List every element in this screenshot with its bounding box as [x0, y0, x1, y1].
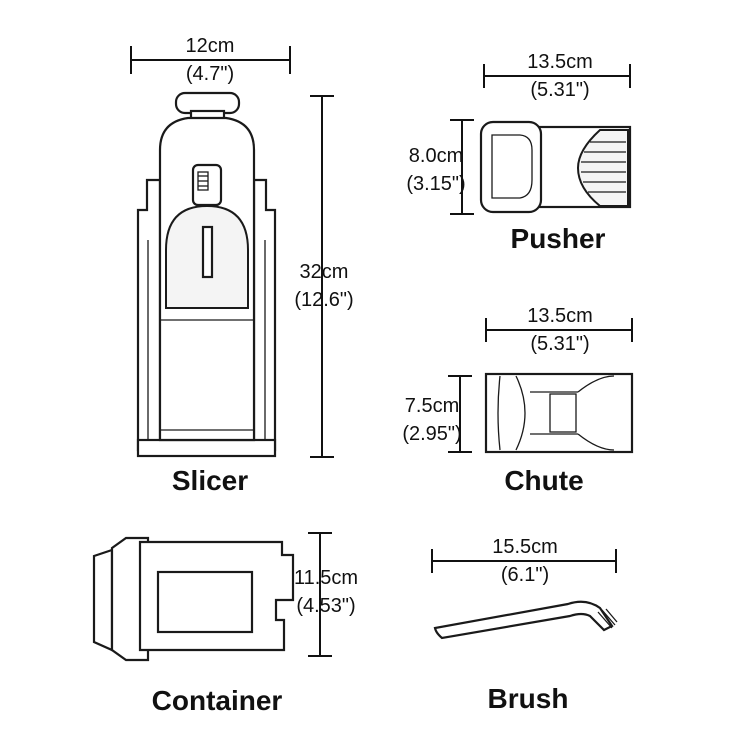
slicer-height-dimension	[310, 95, 334, 458]
container-height-cm: 11.5cm	[294, 567, 358, 589]
pusher-width-dimension	[483, 64, 631, 88]
container-drawing	[92, 536, 295, 662]
container-height-dimension	[308, 532, 332, 657]
chute-height-dimension	[448, 375, 472, 453]
chute-height-in: (2.95")	[402, 423, 461, 445]
pusher-height-cm: 8.0cm	[409, 145, 463, 167]
brush-title: Brush	[488, 683, 569, 714]
brush-width-dimension	[431, 549, 617, 573]
slicer-title: Slicer	[172, 465, 248, 496]
chute-drawing	[484, 372, 634, 454]
chute-group: 13.5cm (5.31") 7.5cm (2.95") Chute	[402, 305, 634, 496]
pusher-width-in: (5.31")	[530, 79, 589, 101]
slicer-height-cm: 32cm	[300, 261, 349, 283]
container-title: Container	[152, 685, 283, 716]
brush-width-in: (6.1")	[501, 564, 549, 586]
pusher-height-dimension	[450, 119, 474, 215]
chute-width-cm: 13.5cm	[527, 305, 593, 327]
pusher-group: 13.5cm (5.31") 8.0cm (3.15") Pusher	[406, 51, 632, 254]
pusher-width-cm: 13.5cm	[527, 51, 593, 73]
slicer-width-in: (4.7")	[186, 63, 234, 85]
pusher-drawing	[479, 120, 632, 214]
chute-height-cm: 7.5cm	[405, 395, 459, 417]
slicer-group: 12cm (4.7") 32cm (12.6")	[130, 35, 354, 496]
container-height-in: (4.53")	[296, 595, 355, 617]
pusher-title: Pusher	[511, 223, 606, 254]
slicer-drawing	[136, 91, 277, 458]
chute-width-dimension	[485, 318, 633, 342]
chute-title: Chute	[504, 465, 583, 496]
brush-width-cm: 15.5cm	[492, 536, 558, 558]
chute-width-in: (5.31")	[530, 333, 589, 355]
brush-drawing	[433, 600, 618, 640]
brush-group: 15.5cm (6.1") Brush	[431, 536, 618, 714]
pusher-height-in: (3.15")	[406, 173, 465, 195]
slicer-height-in: (12.6")	[294, 289, 353, 311]
container-group: 11.5cm (4.53") Container	[92, 532, 358, 716]
slicer-width-dimension	[130, 46, 291, 74]
slicer-width-cm: 12cm	[186, 35, 235, 57]
